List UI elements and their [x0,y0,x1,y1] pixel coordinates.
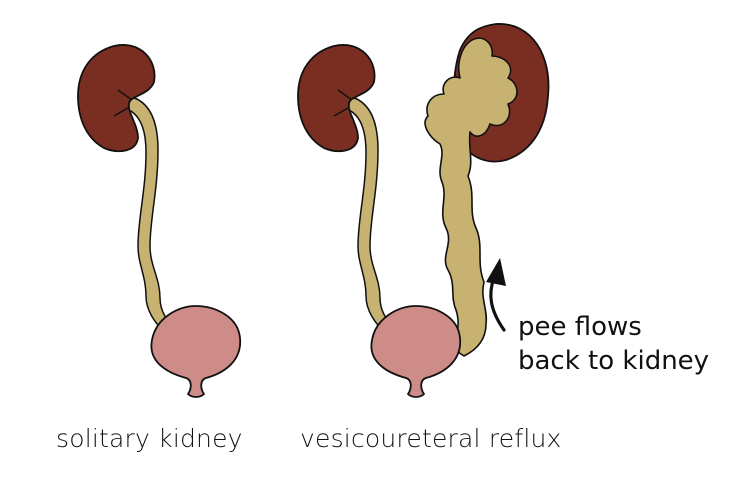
left-bladder [150,305,241,398]
curved-up-arrow-icon [486,258,506,332]
reflux-annotation: pee flows back to kidney [518,310,709,378]
dilated-ureter [424,37,518,357]
right-normal-kidney-hilum [337,89,353,101]
vesicoureteral-reflux-caption: vesicoureteral reflux [300,424,562,453]
annotation-line-1: pee flows [518,312,642,342]
annotation-line-2: back to kidney [518,346,710,376]
vesicoureteral-reflux-illustration [297,23,550,398]
left-kidney-hilum-lower [113,107,129,117]
solitary-kidney-caption: solitary kidney [56,424,243,453]
left-kidney-hilum [117,89,133,101]
right-bladder [370,305,461,398]
right-normal-kidney-hilum-lower [333,107,349,117]
solitary-kidney-illustration [77,44,241,398]
left-kidney [77,44,156,153]
right-normal-kidney [297,44,376,153]
